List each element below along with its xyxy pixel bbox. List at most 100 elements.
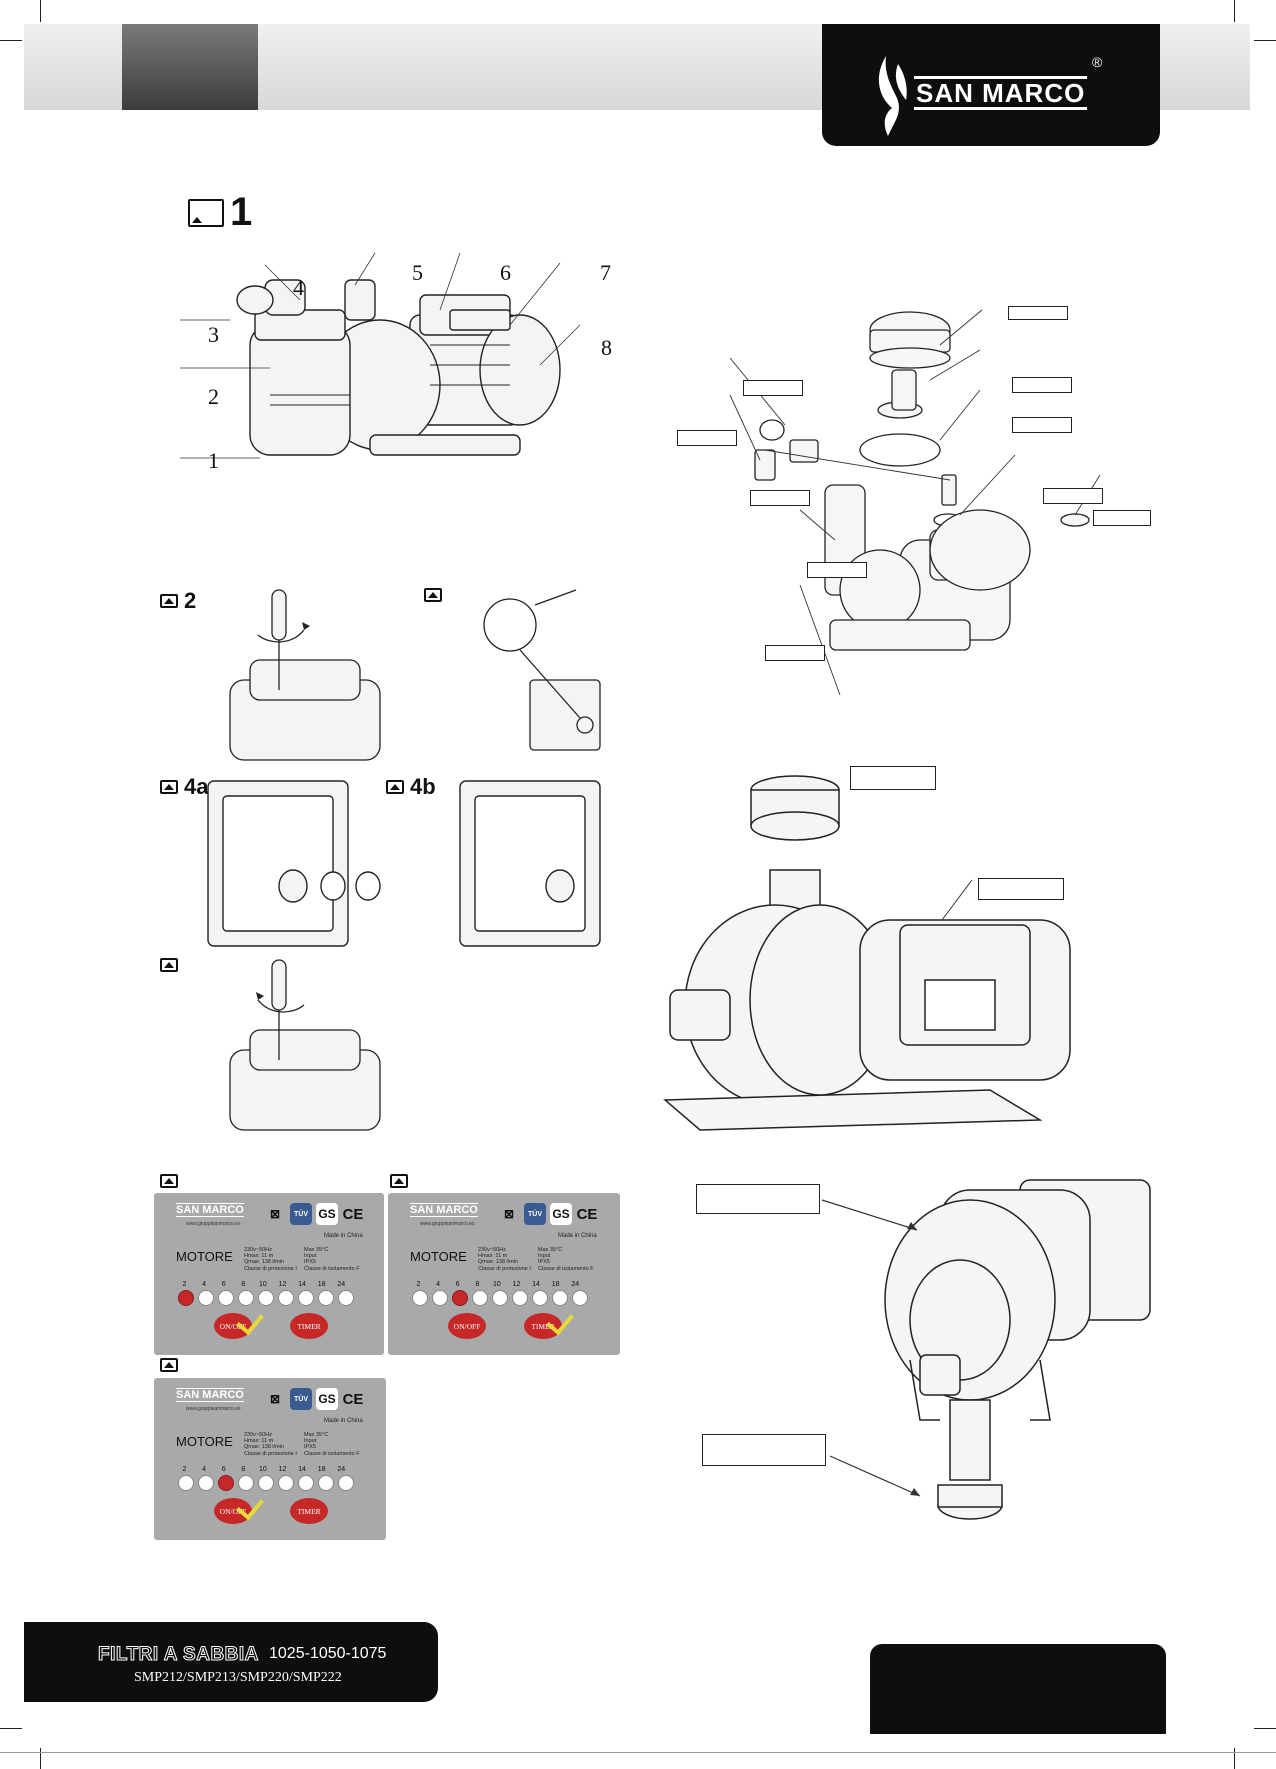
figure-3-label bbox=[424, 588, 448, 602]
image-icon bbox=[160, 1174, 178, 1188]
callout-box bbox=[765, 645, 825, 661]
hour-label: 8 bbox=[475, 1281, 480, 1288]
hour-label: 18 bbox=[317, 1466, 326, 1473]
image-icon bbox=[160, 1358, 178, 1372]
control-panel-plate: SAN MARCO www.gruppisanmarco.es ⊠ TÜV GS… bbox=[388, 1193, 620, 1355]
made-in-label: Made in China bbox=[324, 1418, 363, 1424]
hour-label: 14 bbox=[298, 1281, 306, 1288]
plate-brand: SAN MARCO bbox=[176, 1388, 244, 1402]
motore-label: MOTORE bbox=[176, 1434, 233, 1449]
callout-box bbox=[677, 430, 737, 446]
footer-codes: SMP212/SMP213/SMP220/SMP222 bbox=[134, 1670, 342, 1685]
on-off-button: ON/OFF bbox=[448, 1313, 486, 1339]
figure-5-screwdriver-drawing bbox=[229, 959, 381, 1131]
figure-3-clip-drawing bbox=[483, 589, 601, 751]
spec-right: Max 35°C Input IPX5 Classe di isolamento… bbox=[538, 1247, 594, 1272]
ce-mark-icon: CE bbox=[342, 1390, 364, 1408]
brand-name: SAN MARCO bbox=[914, 76, 1088, 110]
callout-box bbox=[1093, 510, 1151, 526]
plate-url: www.gruppisanmarco.es bbox=[186, 1406, 241, 1412]
spec-right: Max 35°C Input IPX5 Classe di isolamento… bbox=[304, 1247, 360, 1272]
hour-indicator bbox=[198, 1475, 214, 1491]
hour-label: 6 bbox=[221, 1466, 226, 1473]
hour-label: 2 bbox=[416, 1281, 421, 1288]
registered-mark: ® bbox=[1092, 54, 1103, 70]
hour-label: 14 bbox=[532, 1281, 540, 1288]
figure-2-screwdriver-drawing bbox=[229, 589, 381, 761]
spec-left: 230v~50Hz Hmax: 11 m Qmax: 138 l/min Cla… bbox=[244, 1247, 297, 1272]
hour-indicators bbox=[412, 1290, 588, 1306]
crop-mark bbox=[0, 1728, 22, 1729]
figure-number: 4b bbox=[410, 774, 436, 799]
plate-url: www.gruppisanmarco.es bbox=[420, 1221, 475, 1227]
footer-models: 1025-1050-1075 bbox=[269, 1645, 387, 1662]
hour-indicator bbox=[198, 1290, 214, 1306]
figure-number: 1 bbox=[230, 190, 253, 234]
hour-label: 18 bbox=[551, 1281, 560, 1288]
crop-mark bbox=[0, 40, 22, 41]
hour-indicator bbox=[432, 1290, 448, 1306]
gs-mark-icon: GS bbox=[316, 1203, 338, 1225]
hour-indicator bbox=[238, 1290, 254, 1306]
footer-title: FILTRI A SABBIA bbox=[98, 1644, 259, 1666]
figure-1-leader-lines bbox=[180, 252, 581, 459]
image-icon bbox=[390, 1174, 408, 1188]
plate-brand: SAN MARCO bbox=[176, 1203, 244, 1217]
hour-indicator bbox=[278, 1290, 294, 1306]
weee-bin-icon: ⊠ bbox=[269, 1392, 281, 1406]
figure-4a-label: 4a bbox=[160, 774, 208, 800]
hour-label: 10 bbox=[492, 1281, 501, 1288]
part-number-4: 4 bbox=[293, 275, 304, 300]
part-number-8: 8 bbox=[601, 335, 612, 360]
hour-indicator bbox=[338, 1475, 354, 1491]
part-number-3: 3 bbox=[208, 322, 219, 347]
hour-label: 2 bbox=[182, 1281, 187, 1288]
callout-box bbox=[1012, 377, 1072, 393]
callout-box bbox=[702, 1434, 826, 1466]
gs-mark-icon: GS bbox=[550, 1203, 572, 1225]
hour-label: 12 bbox=[278, 1281, 287, 1288]
image-icon bbox=[386, 780, 404, 794]
part-number-1: 1 bbox=[208, 448, 219, 473]
callout-box bbox=[696, 1184, 820, 1214]
callout-box bbox=[1043, 488, 1103, 504]
callout-box bbox=[743, 380, 803, 396]
control-panel-plate: SAN MARCO www.gruppisanmarco.es ⊠ TÜV GS… bbox=[154, 1193, 384, 1355]
weee-bin-icon: ⊠ bbox=[269, 1207, 281, 1221]
figure-4b-box-drawing bbox=[459, 780, 601, 947]
pump-side-drawing bbox=[663, 775, 1071, 1131]
certification-marks: ⊠ TÜV GS CE bbox=[264, 1203, 364, 1225]
leader-line bbox=[941, 879, 973, 921]
image-icon bbox=[188, 198, 224, 227]
callout-box bbox=[807, 562, 867, 578]
hour-indicator bbox=[338, 1290, 354, 1306]
ce-mark-icon: CE bbox=[576, 1205, 598, 1223]
hour-indicator bbox=[552, 1290, 568, 1306]
hour-label: 2 bbox=[182, 1466, 187, 1473]
hour-label: 10 bbox=[258, 1281, 267, 1288]
hour-label: 4 bbox=[202, 1281, 207, 1288]
figure-number: 2 bbox=[184, 588, 197, 613]
hour-indicator-active bbox=[178, 1290, 194, 1306]
hour-indicator bbox=[218, 1290, 234, 1306]
spec-left: 230v~50Hz Hmax: 11 m Qmax: 138 l/min Cla… bbox=[244, 1432, 297, 1457]
hour-label: 24 bbox=[337, 1281, 346, 1288]
tuv-mark-icon: TÜV bbox=[290, 1388, 312, 1410]
callout-box bbox=[978, 878, 1064, 900]
on-off-button: ON/OFF bbox=[214, 1313, 252, 1339]
figure-7-label bbox=[390, 1174, 414, 1188]
image-icon bbox=[160, 594, 178, 608]
hour-label: 6 bbox=[221, 1281, 226, 1288]
figure-4b-label: 4b bbox=[386, 774, 436, 800]
callout-box bbox=[1012, 417, 1072, 433]
spec-left: 230v~50Hz Hmax: 11 m Qmax: 138 l/min Cla… bbox=[478, 1247, 531, 1272]
weee-bin-icon: ⊠ bbox=[503, 1207, 515, 1221]
callout-box bbox=[750, 490, 810, 506]
header-dark-block bbox=[122, 24, 258, 110]
hour-indicator-active bbox=[218, 1475, 234, 1491]
ce-mark-icon: CE bbox=[342, 1205, 364, 1223]
hour-label: 8 bbox=[241, 1281, 246, 1288]
hour-indicator bbox=[472, 1290, 488, 1306]
hour-label: 14 bbox=[298, 1466, 306, 1473]
